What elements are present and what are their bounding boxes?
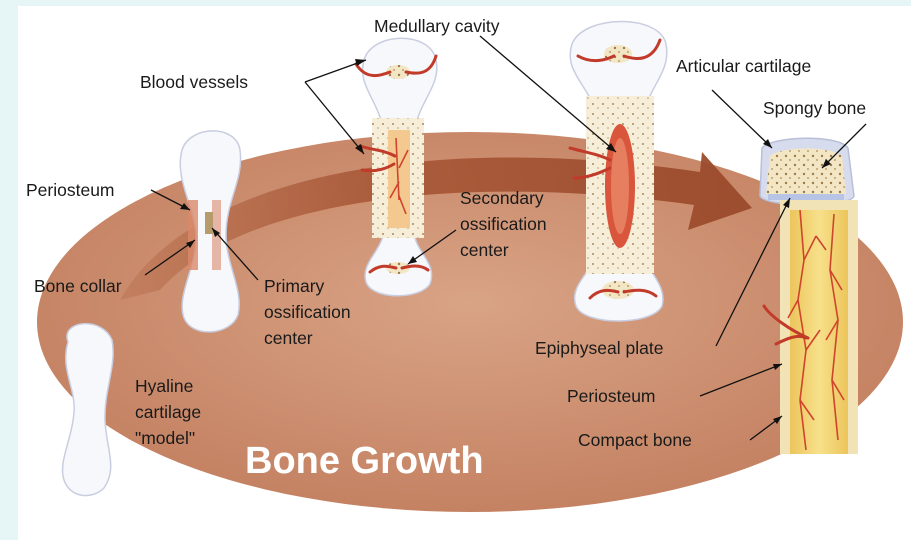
label-primary-ossification-2: ossification	[264, 302, 351, 322]
label-secondary-ossification-2: ossification	[460, 214, 547, 234]
label-bone-collar: Bone collar	[34, 276, 122, 296]
label-secondary-ossification-3: center	[460, 240, 509, 260]
label-periosteum-left: Periosteum	[26, 180, 115, 200]
diagram-title: Bone Growth	[245, 440, 484, 482]
label-blood-vessels: Blood vessels	[140, 72, 248, 92]
label-primary-ossification-1: Primary	[264, 276, 325, 296]
label-epiphyseal-plate: Epiphyseal plate	[535, 338, 663, 358]
label-periosteum-right: Periosteum	[567, 386, 656, 406]
hyaline-cartilage-model	[63, 324, 114, 496]
label-compact-bone: Compact bone	[578, 430, 692, 450]
label-articular-cartilage: Articular cartilage	[676, 56, 811, 76]
label-spongy-bone: Spongy bone	[763, 98, 866, 118]
label-secondary-ossification-1: Secondary	[460, 188, 544, 208]
label-primary-ossification-3: center	[264, 328, 313, 348]
label-medullary-cavity: Medullary cavity	[374, 16, 500, 36]
label-hyaline-2: cartilage	[135, 402, 201, 422]
label-hyaline-1: Hyaline	[135, 376, 193, 396]
label-hyaline-3: "model"	[135, 428, 195, 448]
